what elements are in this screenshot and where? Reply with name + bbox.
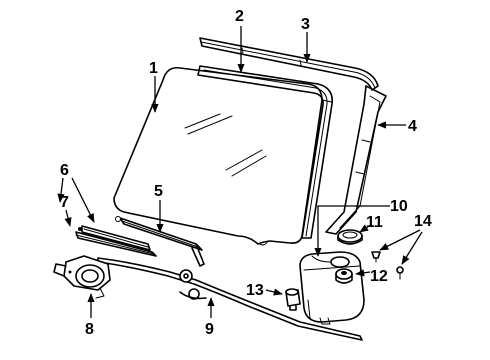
washer-pump <box>335 268 353 284</box>
washer-nozzle <box>285 288 301 311</box>
windshield-moulding <box>197 65 334 239</box>
callout-5: 5 <box>154 183 163 200</box>
callout-3: 3 <box>301 16 310 33</box>
callout-6: 6 <box>60 162 69 179</box>
callout-7: 7 <box>60 194 69 211</box>
callout-10: 10 <box>390 198 408 215</box>
callout-labels: 1 2 3 4 5 6 7 8 9 10 11 12 13 14 <box>60 8 432 338</box>
wiper-arm-right <box>115 216 205 267</box>
wiper-linkage <box>97 257 363 341</box>
washer-reservoir <box>299 251 365 325</box>
callout-8: 8 <box>85 321 94 338</box>
leader-lines <box>57 26 423 318</box>
callout-1: 1 <box>149 60 158 77</box>
callout-13: 13 <box>246 282 264 299</box>
callout-11: 11 <box>366 214 383 231</box>
callout-9: 9 <box>205 321 214 338</box>
wiper-motor <box>53 255 111 299</box>
roof-moulding <box>199 37 379 91</box>
wiper-arm-left <box>75 231 157 257</box>
callout-4: 4 <box>408 118 417 135</box>
callout-2: 2 <box>235 8 244 25</box>
callout-12: 12 <box>370 268 388 285</box>
reservoir-cap <box>337 229 363 245</box>
windshield-glass <box>113 66 323 246</box>
callout-14: 14 <box>414 213 432 230</box>
wiper-blade-left <box>78 225 151 251</box>
pillar-moulding <box>325 85 387 235</box>
retaining-clips <box>371 251 404 280</box>
